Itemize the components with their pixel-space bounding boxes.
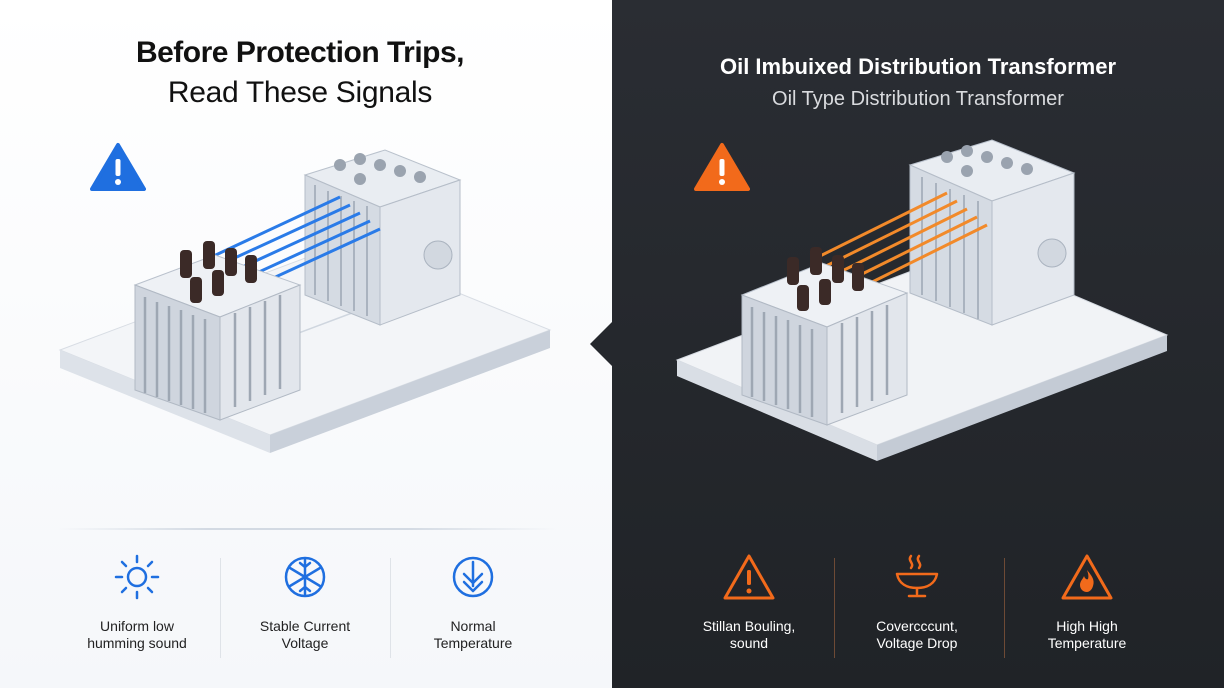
snowflake-icon <box>284 556 326 598</box>
warning-icon <box>90 143 146 191</box>
right-title: Oil Imbuixed Distribution Transformer Oi… <box>612 54 1224 111</box>
signal-label-line2: Voltage <box>281 635 329 651</box>
signal-item-high-temperature: High High Temperature <box>1002 552 1172 652</box>
signal-item-temperature: Normal Temperature <box>388 552 558 652</box>
signal-label-line1: Stable Current <box>259 618 351 634</box>
fire-warning-icon <box>1061 554 1113 600</box>
signal-label-line1: High High <box>1056 618 1118 634</box>
signal-item-humming: Uniform low humming sound <box>52 552 222 652</box>
column-separator <box>390 558 391 658</box>
left-title: Before Protection Trips, Read These Sign… <box>0 36 600 110</box>
signal-item-boiling: Stillan Bouling, sound <box>664 552 834 652</box>
signal-label-line2: humming sound <box>87 635 187 651</box>
signal-label-line2: sound <box>729 635 769 651</box>
panel-notch <box>590 320 614 368</box>
left-title-line2: Read These Signals <box>167 76 433 109</box>
normal-signals-panel: Before Protection Trips, Read These Sign… <box>0 0 612 688</box>
column-separator <box>1004 558 1005 658</box>
signal-label-line2: Voltage Drop <box>876 635 958 651</box>
signal-item-current: Stable Current Voltage <box>220 552 390 652</box>
signal-label-line1: Uniform low <box>100 618 174 634</box>
fault-signals-panel: Oil Imbuixed Distribution Transformer Oi… <box>612 0 1224 688</box>
transformer-illustration <box>58 149 552 453</box>
right-title-line1: Oil Imbuixed Distribution Transformer <box>719 54 1117 79</box>
warning-icon <box>694 143 750 191</box>
column-separator <box>834 558 835 658</box>
warning-triangle-icon <box>723 554 775 600</box>
signal-label-line2: Temperature <box>433 635 513 651</box>
signal-label-line1: Covercccunt, <box>876 618 958 634</box>
transformer-illustration <box>675 139 1169 461</box>
signal-label-line1: Stillan Bouling, <box>702 618 796 634</box>
signal-label-line2: Temperature <box>1047 635 1127 651</box>
column-separator <box>220 558 221 658</box>
left-title-line1: Before Protection Trips, <box>135 36 465 69</box>
right-title-line2: Oil Type Distribution Transformer <box>772 88 1064 110</box>
left-divider <box>58 528 556 530</box>
sun-icon <box>114 554 160 600</box>
signal-item-voltage-drop: Covercccunt, Voltage Drop <box>832 552 1002 652</box>
boiling-pot-icon <box>895 554 939 598</box>
thermometer-down-icon <box>452 556 494 598</box>
signal-label-line1: Normal <box>450 618 496 634</box>
